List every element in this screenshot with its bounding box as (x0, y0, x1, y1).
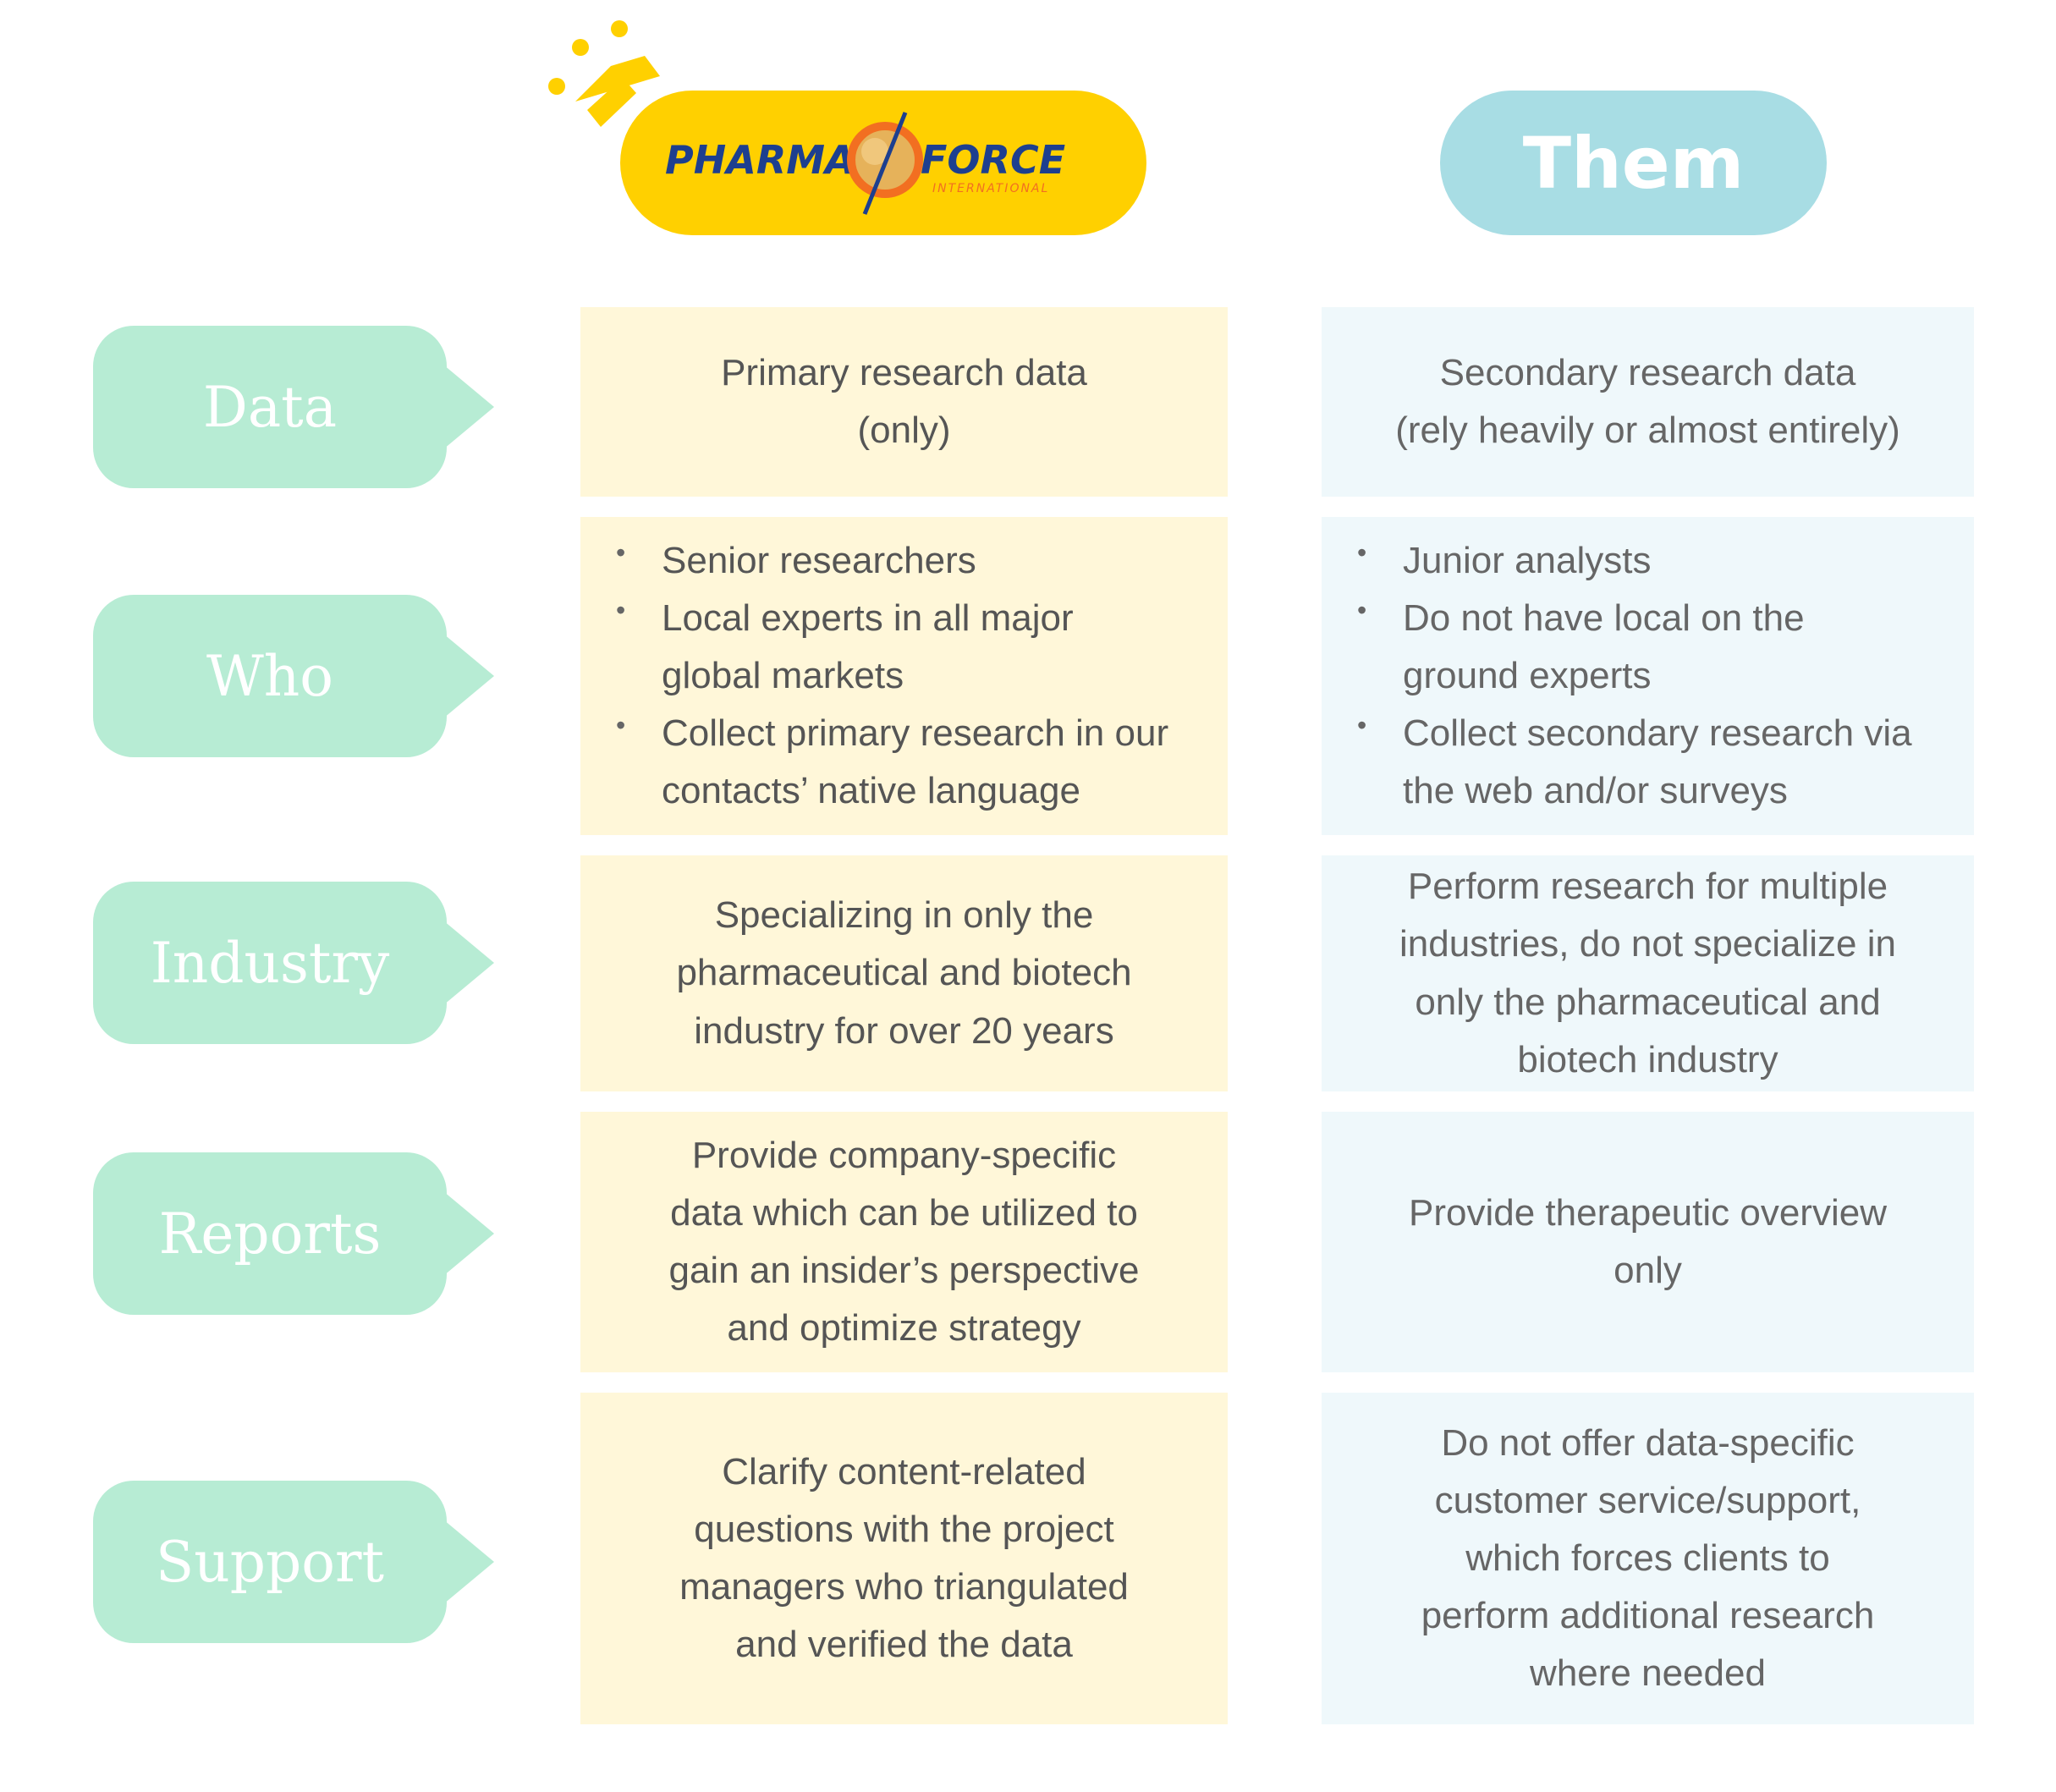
them-cell-who: Junior analysts Do not have local on the… (1322, 517, 1974, 835)
them-cell-text: Secondary research data (rely heavily or… (1395, 351, 1900, 451)
list-item: Collect secondary research via the web a… (1322, 705, 1912, 820)
list-item: Junior analysts (1322, 532, 1912, 590)
row-label-pointer (443, 921, 494, 1005)
row-label-text: Reports (158, 1201, 382, 1267)
row-label-who: Who (93, 595, 494, 757)
them-who-list: Junior analysts Do not have local on the… (1322, 532, 1912, 821)
row-label-pointer (443, 634, 494, 718)
row-label-box: Support (93, 1481, 447, 1643)
row-label-industry: Industry (93, 882, 494, 1044)
list-item: Do not have local on the ground experts (1322, 590, 1912, 705)
row-label-box: Who (93, 595, 447, 757)
them-header-label: Them (1522, 121, 1745, 205)
them-cell-reports: Provide therapeutic overview only (1322, 1112, 1974, 1372)
row-label-box: Data (93, 326, 447, 488)
us-who-list: Senior researchers Local experts in all … (580, 532, 1168, 821)
row-label-text: Industry (150, 930, 390, 996)
sparkle-icon (548, 20, 660, 127)
us-cell-who: Senior researchers Local experts in all … (580, 517, 1228, 835)
them-cell-support: Do not offer data-specific customer serv… (1322, 1393, 1974, 1724)
list-item: Collect primary research in our contacts… (580, 705, 1168, 820)
row-label-box: Industry (93, 882, 447, 1044)
us-cell-text: Clarify content-related questions with t… (679, 1450, 1129, 1666)
list-item: Senior researchers (580, 532, 1168, 590)
them-cell-text: Do not offer data-specific customer serv… (1421, 1421, 1875, 1695)
row-label-pointer (443, 1520, 494, 1604)
them-cell-text: Provide therapeutic overview only (1409, 1191, 1887, 1291)
row-label-text: Support (155, 1529, 385, 1595)
row-label-pointer (443, 1191, 494, 1276)
pharmaforce-logo: PHARMA FORCE INTERNATIONAL (665, 111, 1065, 215)
us-cell-text: Primary research data (only) (721, 351, 1087, 451)
us-cell-support: Clarify content-related questions with t… (580, 1393, 1228, 1724)
list-item: Local experts in all major global market… (580, 590, 1168, 705)
logo-tagline: INTERNATIONAL (932, 182, 1049, 195)
us-cell-text: Provide company-specific data which can … (668, 1134, 1140, 1349)
logo-brand-left: PHARMA (665, 137, 855, 183)
row-label-pointer (443, 365, 494, 449)
row-label-data: Data (93, 326, 494, 488)
logo-brand-right: FORCE (921, 137, 1065, 183)
them-cell-data: Secondary research data (rely heavily or… (1322, 307, 1974, 497)
row-label-box: Reports (93, 1152, 447, 1315)
row-label-text: Data (202, 374, 338, 440)
row-label-support: Support (93, 1481, 494, 1643)
us-cell-data: Primary research data (only) (580, 307, 1228, 497)
pharmaforce-header: PHARMA FORCE INTERNATIONAL (620, 91, 1146, 235)
us-cell-text: Specializing in only the pharmaceutical … (676, 894, 1132, 1052)
them-cell-industry: Perform research for multiple industries… (1322, 855, 1974, 1091)
us-cell-industry: Specializing in only the pharmaceutical … (580, 855, 1228, 1091)
us-cell-reports: Provide company-specific data which can … (580, 1112, 1228, 1372)
row-label-text: Who (206, 643, 334, 709)
row-label-reports: Reports (93, 1152, 494, 1315)
them-header: Them (1440, 91, 1827, 235)
them-cell-text: Perform research for multiple industries… (1399, 866, 1896, 1080)
